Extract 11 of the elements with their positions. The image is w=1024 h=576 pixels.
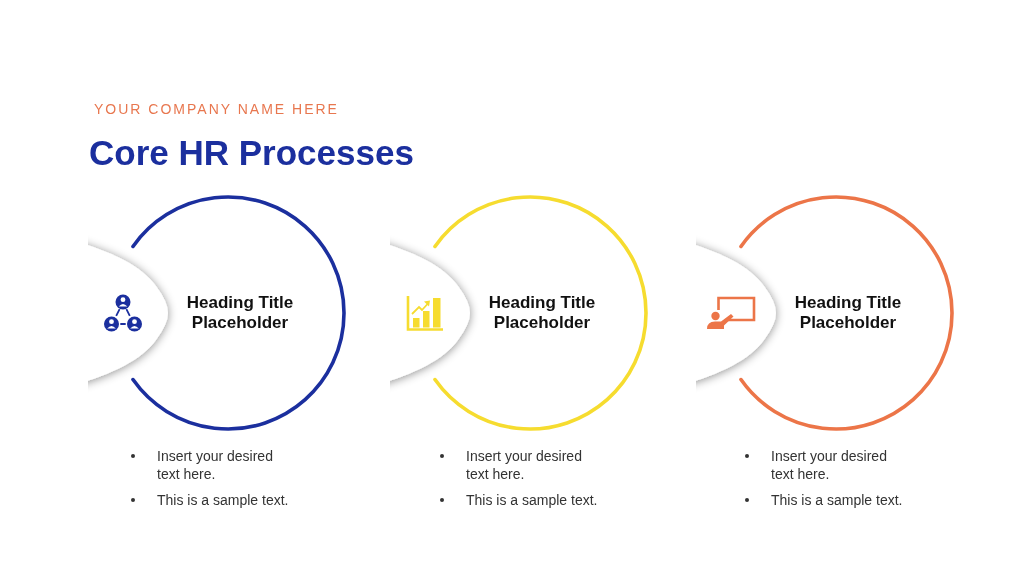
heading-text: Heading Title Placeholder [185,293,295,333]
bullet-text: Insert your desired text here. [466,447,583,483]
slide-title: Core HR Processes [89,132,414,174]
bullet-text: This is a sample text. [466,491,599,509]
bullet-text: Insert your desired text here. [157,447,274,483]
bullet-text: This is a sample text. [157,491,290,509]
heading-text: Heading Title Placeholder [793,293,903,333]
heading-text: Heading Title Placeholder [487,293,597,333]
bullet-text: This is a sample text. [771,491,904,509]
company-name-text: YOUR COMPANY NAME HERE [94,100,339,118]
bullet-text: Insert your desired text here. [771,447,888,483]
